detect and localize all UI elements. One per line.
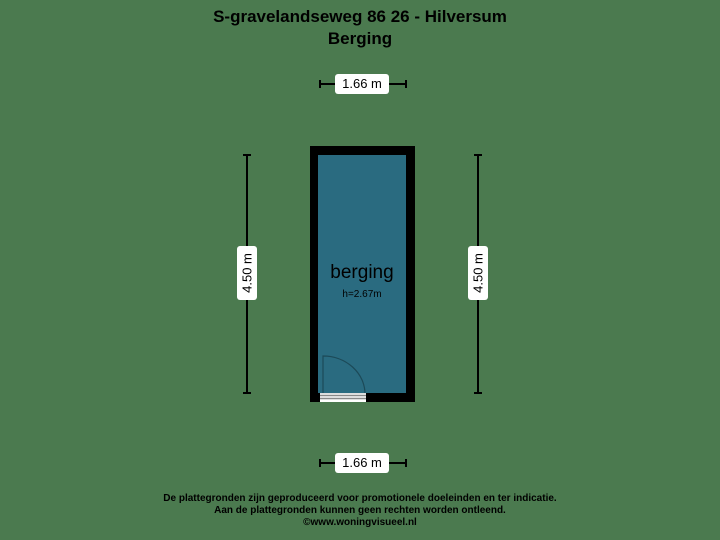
floorplan-address-title: S-gravelandseweg 86 26 - Hilversum	[213, 7, 507, 26]
dimension-tick	[474, 392, 482, 394]
copyright-line: ©www.woningvisueel.nl	[303, 517, 417, 528]
room-berging	[318, 155, 406, 393]
disclaimer-line-2: Aan de plattegronden kunnen geen rechten…	[214, 505, 506, 516]
dimension-label: 4.50 m	[468, 246, 488, 300]
dimension-tick	[405, 459, 407, 467]
dimension-tick	[319, 80, 321, 88]
room-name-label: berging	[330, 262, 394, 283]
door-swing-icon	[322, 355, 366, 395]
dimension-tick	[474, 154, 482, 156]
dimension-label: 4.50 m	[237, 246, 257, 300]
dimension-label: 1.66 m	[335, 74, 389, 94]
floor-name-title: Berging	[327, 29, 393, 48]
dimension-tick	[405, 80, 407, 88]
dimension-tick	[319, 459, 321, 467]
dimension-label: 1.66 m	[335, 453, 389, 473]
dimension-tick	[243, 392, 251, 394]
door-opening	[320, 393, 366, 402]
dimension-tick	[243, 154, 251, 156]
disclaimer-line-1: De plattegronden zijn geproduceerd voor …	[163, 493, 557, 504]
room-height-label: h=2.67m	[342, 289, 382, 300]
